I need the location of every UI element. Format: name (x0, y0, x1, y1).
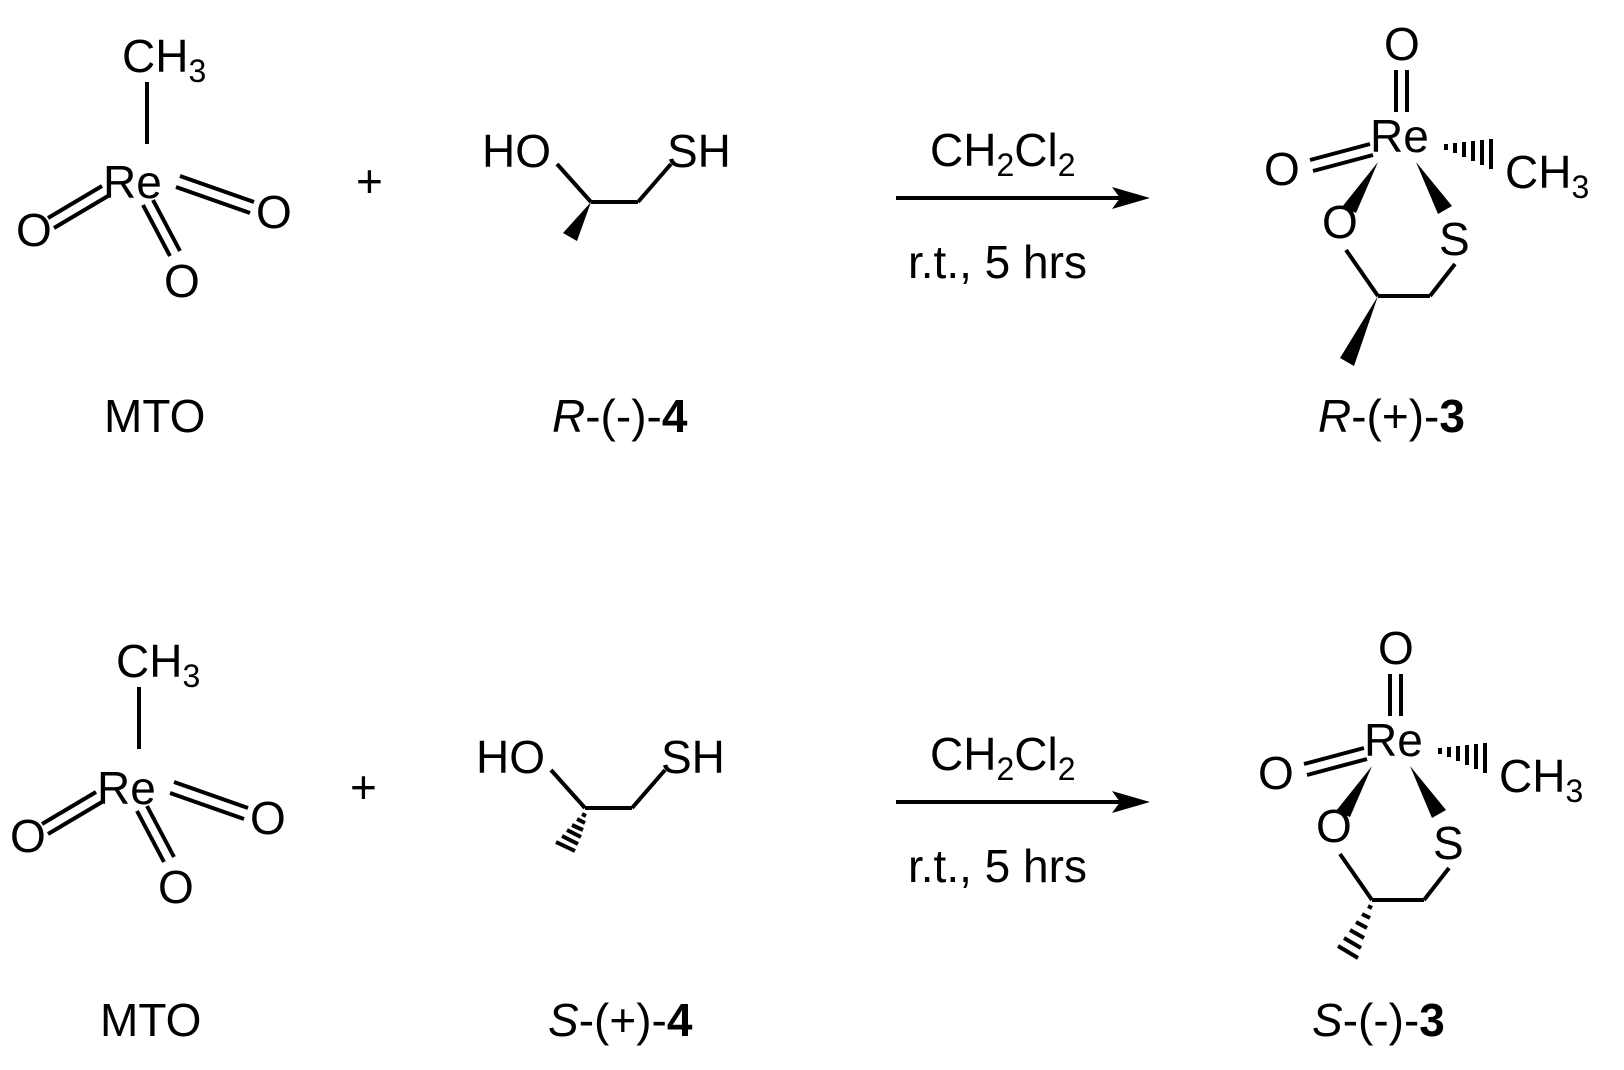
reaction-arrow-group: CH2Cl2 r.t., 5 hrs (896, 124, 1150, 288)
oxathiarhenolane-r-structure: O Re O CH3 O S R-(+)-3 (1264, 18, 1589, 442)
mto-bottom-double-bond (151, 199, 182, 252)
plus-sign: + (356, 155, 383, 207)
mto-right-double-bond (179, 174, 255, 204)
mto-oxo-right-label: O (250, 792, 286, 844)
c-o-bond (555, 162, 593, 204)
mto-rhenium-label: Re (97, 762, 156, 814)
thiol-label: SH (667, 125, 731, 177)
mto-oxo-bottom-label: O (158, 861, 194, 913)
hashed-bond (1444, 139, 1493, 169)
product-ring-oxygen-label: O (1322, 196, 1358, 248)
product-methyl-label: CH3 (1505, 146, 1589, 205)
product-rhenium-label: Re (1370, 110, 1429, 162)
hash-line (555, 840, 576, 853)
hash-line (1361, 912, 1371, 920)
hash-line (581, 812, 587, 818)
hash-line (1367, 904, 1373, 910)
product-label: S-(-)-3 (1312, 994, 1445, 1046)
mto-oxo-left-label: O (16, 204, 52, 256)
mto-right-double-bond (173, 780, 249, 810)
product-ring-sulfur-label: S (1433, 817, 1464, 869)
mercaptopropanol-label: R-(-)-4 (552, 390, 688, 442)
mto-structure: CH3 Re O O O MTO (10, 635, 286, 1046)
product-methyl-label: CH3 (1499, 750, 1583, 809)
conditions-label: r.t., 5 hrs (908, 840, 1087, 892)
solvent-label: CH2Cl2 (930, 124, 1076, 183)
hash-line (561, 834, 579, 846)
reaction-arrow-group: CH2Cl2 r.t., 5 hrs (896, 728, 1150, 892)
product-ring-oxygen-label: O (1316, 800, 1352, 852)
product-left-double-bond (1303, 746, 1365, 766)
mto-left-double-bond (40, 790, 98, 826)
mto-left-double-bond (52, 194, 110, 230)
mercaptopropanol-s-structure: HO SH S-(+)-4 (476, 731, 725, 1046)
hydroxyl-label: HO (482, 125, 551, 177)
wedge-bond (1336, 766, 1372, 817)
wedge-bond (1416, 162, 1452, 214)
ring-c-o-bond (1344, 248, 1380, 298)
mto-compound-label: MTO (104, 390, 205, 442)
product-oxo-left-label: O (1258, 747, 1294, 799)
hashed-bond (1438, 743, 1487, 773)
product-ring-sulfur-label: S (1439, 213, 1470, 265)
hash-line (1355, 920, 1368, 930)
product-left-double-bond (1306, 757, 1368, 777)
product-oxo-left-label: O (1264, 143, 1300, 195)
wedge-bond (563, 202, 591, 241)
ring-c-o-bond (1338, 852, 1374, 902)
mto-right-double-bond (175, 185, 251, 215)
mto-oxo-left-label: O (10, 810, 46, 862)
product-oxo-top-label: O (1378, 622, 1414, 674)
c-s-bond (630, 768, 667, 810)
hash-line (1342, 936, 1363, 950)
product-label: R-(+)-3 (1318, 390, 1465, 442)
wedge-bond (1342, 162, 1378, 213)
mto-bottom-double-bond (141, 204, 172, 257)
c-o-bond (549, 768, 587, 810)
mto-bottom-double-bond (135, 810, 166, 863)
product-oxo-top-label: O (1384, 18, 1420, 70)
mercaptopropanol-r-structure: HO SH R-(-)-4 (482, 125, 731, 442)
hash-line (571, 823, 584, 832)
solvent-label: CH2Cl2 (930, 728, 1076, 787)
ring-c-s-bond (1422, 866, 1451, 902)
hash-line (1349, 928, 1365, 940)
mto-compound-label: MTO (100, 994, 201, 1046)
product-left-double-bond (1312, 153, 1374, 173)
reaction-row-2: CH3 Re O O O MTO + HO SH (10, 622, 1583, 1046)
mercaptopropanol-label: S-(+)-4 (548, 994, 693, 1046)
hash-line (1336, 944, 1360, 960)
ring-c-s-bond (1428, 262, 1457, 298)
oxathiarhenolane-s-structure: O Re O CH3 O S (1258, 622, 1583, 1046)
arrow-head (1112, 187, 1150, 209)
mto-left-double-bond (46, 800, 104, 836)
hash-line (566, 828, 582, 839)
mto-methyl-label: CH3 (122, 30, 206, 89)
mto-methyl-label: CH3 (116, 635, 200, 694)
hashed-bond (1336, 904, 1373, 960)
mto-bottom-double-bond (145, 805, 176, 858)
c-s-bond (636, 162, 673, 204)
arrow-head (1112, 791, 1150, 813)
mto-oxo-right-label: O (256, 186, 292, 238)
wedge-bond (1340, 296, 1378, 366)
hash-line (576, 817, 586, 825)
hashed-bond (555, 812, 587, 853)
product-rhenium-label: Re (1364, 714, 1423, 766)
mto-rhenium-label: Re (103, 156, 162, 208)
mto-oxo-bottom-label: O (164, 255, 200, 307)
hydroxyl-label: HO (476, 731, 545, 783)
conditions-label: r.t., 5 hrs (908, 236, 1087, 288)
wedge-bond (1410, 766, 1446, 818)
mto-right-double-bond (169, 791, 245, 821)
product-left-double-bond (1309, 142, 1371, 162)
mto-structure: CH3 Re O O O MTO (16, 30, 292, 442)
thiol-label: SH (661, 731, 725, 783)
reaction-row-1: CH3 Re O O O MTO + HO SH R-(-)-4 (16, 18, 1589, 442)
plus-sign: + (350, 761, 377, 813)
mto-left-double-bond (46, 184, 104, 220)
